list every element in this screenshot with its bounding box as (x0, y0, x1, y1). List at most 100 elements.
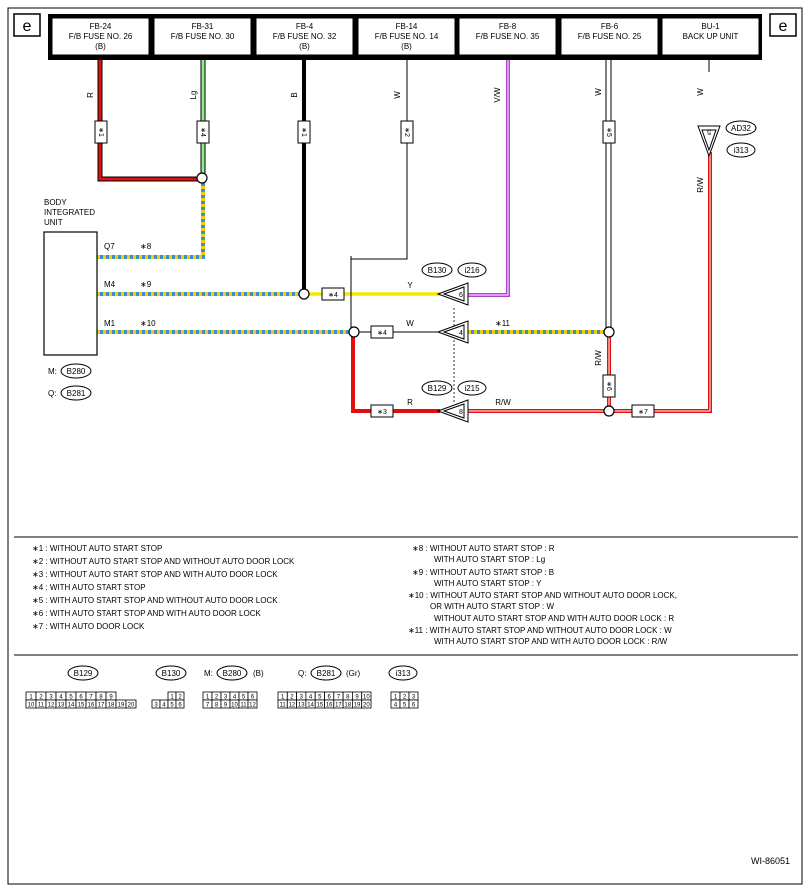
pin-number: 4 (309, 695, 313, 701)
pin-number: 4 (233, 695, 237, 701)
svg-text:M4: M4 (104, 280, 116, 289)
fuse-box: FB-31F/B FUSE NO. 30 (153, 17, 252, 56)
wire-red-fb24 (97, 60, 202, 182)
note-line: ∗2 : WITHOUT AUTO START STOP AND WITHOUT… (32, 557, 295, 566)
pin-cell (361, 699, 372, 709)
svg-text:B130: B130 (162, 669, 181, 678)
pin-number: 3 (412, 695, 416, 701)
fuse-box: FB-4F/B FUSE NO. 32(B) (255, 17, 354, 56)
svg-text:∗7: ∗7 (638, 409, 648, 416)
wire-vw-fb8 (466, 60, 510, 297)
star-box: ∗6 (602, 374, 616, 398)
svg-text:i215: i215 (464, 384, 480, 393)
svg-text:i313: i313 (733, 146, 749, 155)
note-line: ∗7 : WITH AUTO DOOR LOCK (32, 622, 145, 631)
pin-number: 5 (170, 703, 174, 709)
fuse-box: FB-14F/B FUSE NO. 14(B) (357, 17, 456, 56)
star-box: ∗7 (631, 404, 655, 418)
svg-text:i313: i313 (395, 669, 411, 678)
figure-id: WI-86051 (751, 856, 790, 866)
svg-text:R: R (86, 92, 95, 98)
note-line: WITH AUTO START STOP : Y (434, 579, 542, 588)
pin-number: 4 (394, 703, 398, 709)
pin-number: 9 (224, 703, 228, 709)
star-box: ∗3 (370, 404, 394, 418)
terminal-5: 5 (697, 125, 721, 158)
pin-cell (247, 699, 258, 709)
corner-tag-right: e (769, 13, 797, 37)
note-line: ∗6 : WITH AUTO START STOP AND WITH AUTO … (32, 609, 261, 618)
fuse-label: BU-1 (701, 22, 720, 31)
fuse-label: (B) (401, 42, 412, 51)
wire-q7 (97, 179, 205, 259)
fuse-label: (B) (95, 42, 106, 51)
svg-text:B: B (290, 92, 299, 97)
pin-number: 14 (68, 703, 75, 709)
svg-text:i216: i216 (464, 266, 480, 275)
svg-text:∗2: ∗2 (403, 127, 410, 137)
pin-number: 18 (108, 703, 115, 709)
pin-number: 7 (206, 703, 210, 709)
svg-text:Q:: Q: (298, 669, 306, 678)
pin-number: 5 (69, 695, 73, 701)
pin-number: 9 (109, 695, 113, 701)
svg-text:B281: B281 (317, 669, 336, 678)
pin-number: 2 (290, 695, 294, 701)
body-integrated-unit: BODY INTEGRATED UNIT M: B280 Q: B281 (43, 198, 98, 401)
star-box: ∗1 (94, 120, 108, 144)
star-box: ∗2 (400, 120, 414, 144)
pin-number: 12 (48, 703, 55, 709)
wire-labels: R Lg B W V/W W W R/W R/W Y W R R/W (86, 87, 705, 407)
svg-text:∗11: ∗11 (495, 319, 511, 328)
pin-number: 11 (38, 703, 45, 709)
pin-number: 7 (337, 695, 341, 701)
note-line: WITH AUTO START STOP : Lg (434, 555, 545, 564)
pin-number: 5 (403, 703, 407, 709)
svg-text:AD32: AD32 (731, 124, 752, 133)
svg-text:∗6: ∗6 (605, 381, 612, 391)
pin-cell (408, 699, 419, 709)
svg-text:8: 8 (459, 409, 463, 416)
pin-number: 6 (79, 695, 83, 701)
svg-text:∗8: ∗8 (140, 242, 152, 251)
pin-number: 20 (128, 703, 135, 709)
pin-number: 3 (224, 695, 228, 701)
svg-text:Q7: Q7 (104, 242, 115, 251)
svg-text:(B): (B) (253, 669, 264, 678)
pin-number: 9 (355, 695, 359, 701)
svg-text:6: 6 (459, 292, 463, 299)
pin-number: 8 (346, 695, 350, 701)
terminal-4: 4 (436, 320, 469, 344)
star-box: ∗4 (321, 287, 345, 301)
svg-text:B280: B280 (223, 669, 242, 678)
svg-text:B280: B280 (67, 367, 86, 376)
svg-text:∗4: ∗4 (377, 330, 387, 337)
junction-rw (603, 405, 615, 417)
pin-number: 14 (307, 703, 314, 709)
pin-number: 17 (98, 703, 105, 709)
svg-text:UNIT: UNIT (44, 218, 63, 227)
fuse-label: F/B FUSE NO. 14 (375, 32, 439, 41)
wire-rw-bu1 (613, 60, 712, 413)
connector-views: B129 B130 M: B280 (B) Q: B281 (Gr) i313 … (25, 665, 419, 709)
pin-number: 10 (363, 695, 370, 701)
terminal-8: 8 (436, 399, 469, 423)
pin-cell (175, 699, 185, 709)
svg-text:∗10: ∗10 (140, 319, 156, 328)
pin-number: 16 (88, 703, 95, 709)
corner-tag-left: e (13, 13, 41, 37)
note-line: ∗10 : WITHOUT AUTO START STOP AND WITHOU… (408, 591, 677, 600)
fuse-box: FB-8F/B FUSE NO. 35 (458, 17, 557, 56)
fuse-label: FB-14 (396, 22, 418, 31)
fuse-label: F/B FUSE NO. 30 (171, 32, 235, 41)
pin-number: 11 (280, 703, 287, 709)
svg-text:∗4: ∗4 (199, 127, 206, 137)
fuse-box: FB-24F/B FUSE NO. 26(B) (51, 17, 150, 56)
pin-number: 6 (178, 703, 182, 709)
pin-number: 18 (344, 703, 351, 709)
fuse-label: FB-24 (90, 22, 112, 31)
svg-text:M1: M1 (104, 319, 116, 328)
pin-number: 2 (403, 695, 407, 701)
